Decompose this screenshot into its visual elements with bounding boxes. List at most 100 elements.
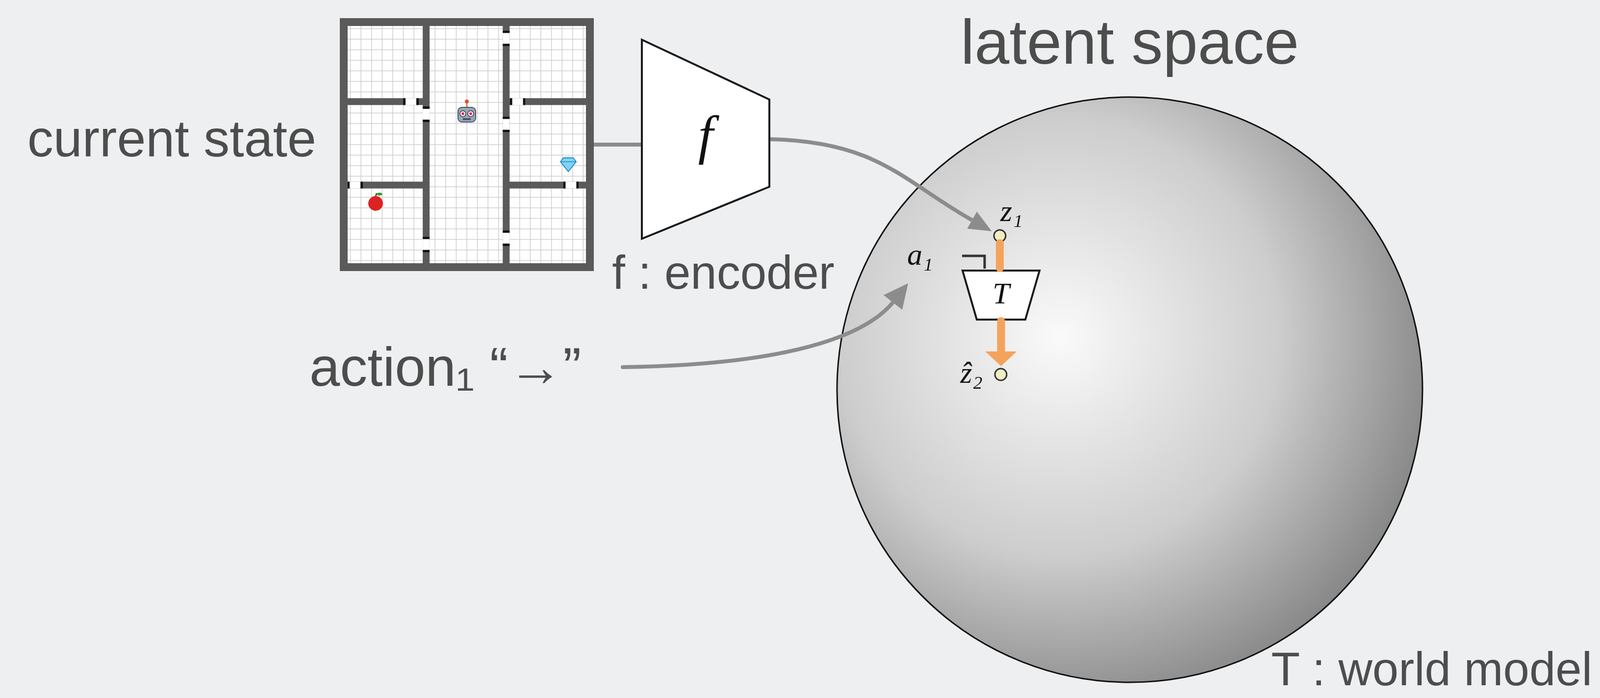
grid-line bbox=[339, 218, 594, 220]
world-model-trapezoid: T bbox=[961, 269, 1042, 322]
connector bbox=[593, 144, 641, 146]
connector-line bbox=[997, 321, 1006, 352]
door-post bbox=[523, 98, 526, 105]
robot-eye bbox=[459, 110, 466, 117]
grid-line bbox=[339, 144, 594, 146]
door-post bbox=[502, 43, 510, 47]
apple-leaf bbox=[376, 192, 383, 196]
latent-point-shape bbox=[992, 228, 1008, 244]
diamond-facet bbox=[560, 161, 577, 163]
predicted-label-slot: ẑ₂ bbox=[960, 355, 983, 391]
door-post bbox=[562, 181, 566, 189]
state-label-slot: current state bbox=[27, 108, 317, 169]
action-input-bracket bbox=[962, 255, 985, 269]
door-post bbox=[576, 181, 579, 189]
legend-note-slot: T : world model bbox=[1271, 642, 1593, 697]
diamond-icon bbox=[560, 157, 577, 172]
robot-head bbox=[457, 107, 476, 123]
maze-door bbox=[562, 181, 579, 189]
latent-space-title: latent space bbox=[960, 6, 1299, 77]
maze-wall bbox=[422, 18, 430, 272]
latent-point-outline bbox=[993, 229, 1006, 242]
maze-door bbox=[422, 236, 430, 253]
door-post bbox=[509, 98, 513, 105]
maze-wall bbox=[339, 181, 427, 189]
action-arrow-line bbox=[622, 302, 893, 368]
door-post bbox=[502, 129, 510, 133]
door-post bbox=[502, 230, 510, 233]
maze-door bbox=[422, 106, 430, 123]
connector-line bbox=[770, 139, 972, 221]
encoder-symbol: f bbox=[698, 105, 714, 166]
door-post bbox=[422, 236, 430, 240]
grid-line bbox=[561, 18, 563, 272]
action-latent-label-slot: a₁ bbox=[907, 237, 934, 273]
grid-line bbox=[572, 18, 574, 272]
door-post bbox=[416, 98, 419, 105]
grid-line bbox=[339, 154, 594, 156]
connector bbox=[770, 139, 992, 232]
predicted-point: ẑ₂ bbox=[993, 367, 1009, 382]
maze-door bbox=[502, 116, 510, 133]
maze-door bbox=[347, 181, 363, 189]
robot-pupil bbox=[469, 112, 473, 116]
door-post bbox=[422, 250, 430, 253]
maze-wall bbox=[339, 98, 427, 105]
grid-line bbox=[339, 249, 594, 251]
maze-door bbox=[502, 230, 510, 247]
door-post bbox=[502, 30, 510, 33]
action-label: action₁ “→” bbox=[309, 336, 582, 398]
door-post bbox=[360, 181, 363, 189]
action-arrow-head bbox=[883, 283, 909, 310]
maze-door bbox=[509, 98, 526, 105]
latent-sphere: latent spacez₁Tẑ₂ bbox=[835, 95, 1424, 685]
predicted-label: ẑ₂ bbox=[960, 355, 983, 390]
maze-wall bbox=[506, 181, 594, 189]
connector-line bbox=[995, 243, 1004, 269]
latent-space-title-slot: latent space bbox=[835, 5, 1424, 78]
maze-door bbox=[403, 98, 419, 105]
robot-eye bbox=[467, 110, 474, 117]
grid-line bbox=[339, 165, 594, 167]
connector bbox=[999, 243, 1001, 269]
grid-line bbox=[339, 228, 594, 230]
robot-pupil bbox=[461, 112, 465, 116]
grid-line bbox=[530, 18, 532, 272]
encoder-outline bbox=[641, 39, 770, 239]
encoder-caption: f : encoder bbox=[611, 246, 835, 299]
arrow-head bbox=[967, 211, 992, 232]
encoder-symbol-slot: f bbox=[640, 104, 771, 167]
world-model-symbol: T bbox=[992, 276, 1010, 310]
robot-mouth bbox=[462, 118, 471, 121]
grid-line bbox=[487, 18, 489, 272]
door-post bbox=[502, 243, 510, 247]
latent-label-slot: z₁ bbox=[1000, 193, 1023, 229]
robot-antenna-tip bbox=[464, 99, 469, 104]
maze-wall bbox=[506, 98, 594, 105]
grid-line bbox=[583, 18, 585, 272]
maze-state-shape bbox=[339, 18, 594, 272]
door-post bbox=[422, 119, 430, 123]
maze-door bbox=[502, 30, 510, 47]
grid-line bbox=[339, 176, 594, 178]
maze-floor bbox=[339, 18, 594, 272]
sphere-outline bbox=[837, 97, 1423, 683]
latent-point: z₁ bbox=[992, 228, 1008, 244]
latent-sphere-shape bbox=[835, 95, 1424, 685]
legend-note: T : world model bbox=[1271, 642, 1593, 696]
grid-line bbox=[498, 18, 500, 272]
apple-stem bbox=[375, 193, 377, 197]
grid-line bbox=[477, 18, 479, 272]
maze-wall bbox=[502, 18, 510, 272]
encoder-caption-slot: f : encoder bbox=[611, 245, 835, 300]
arrow-head bbox=[985, 351, 1017, 367]
latent-label: z₁ bbox=[1000, 194, 1023, 228]
maze-border bbox=[343, 22, 590, 268]
door-post bbox=[502, 116, 510, 120]
action-label-slot: action₁ “→” bbox=[309, 335, 582, 400]
grid-line bbox=[339, 260, 594, 262]
grid-line bbox=[339, 239, 594, 241]
